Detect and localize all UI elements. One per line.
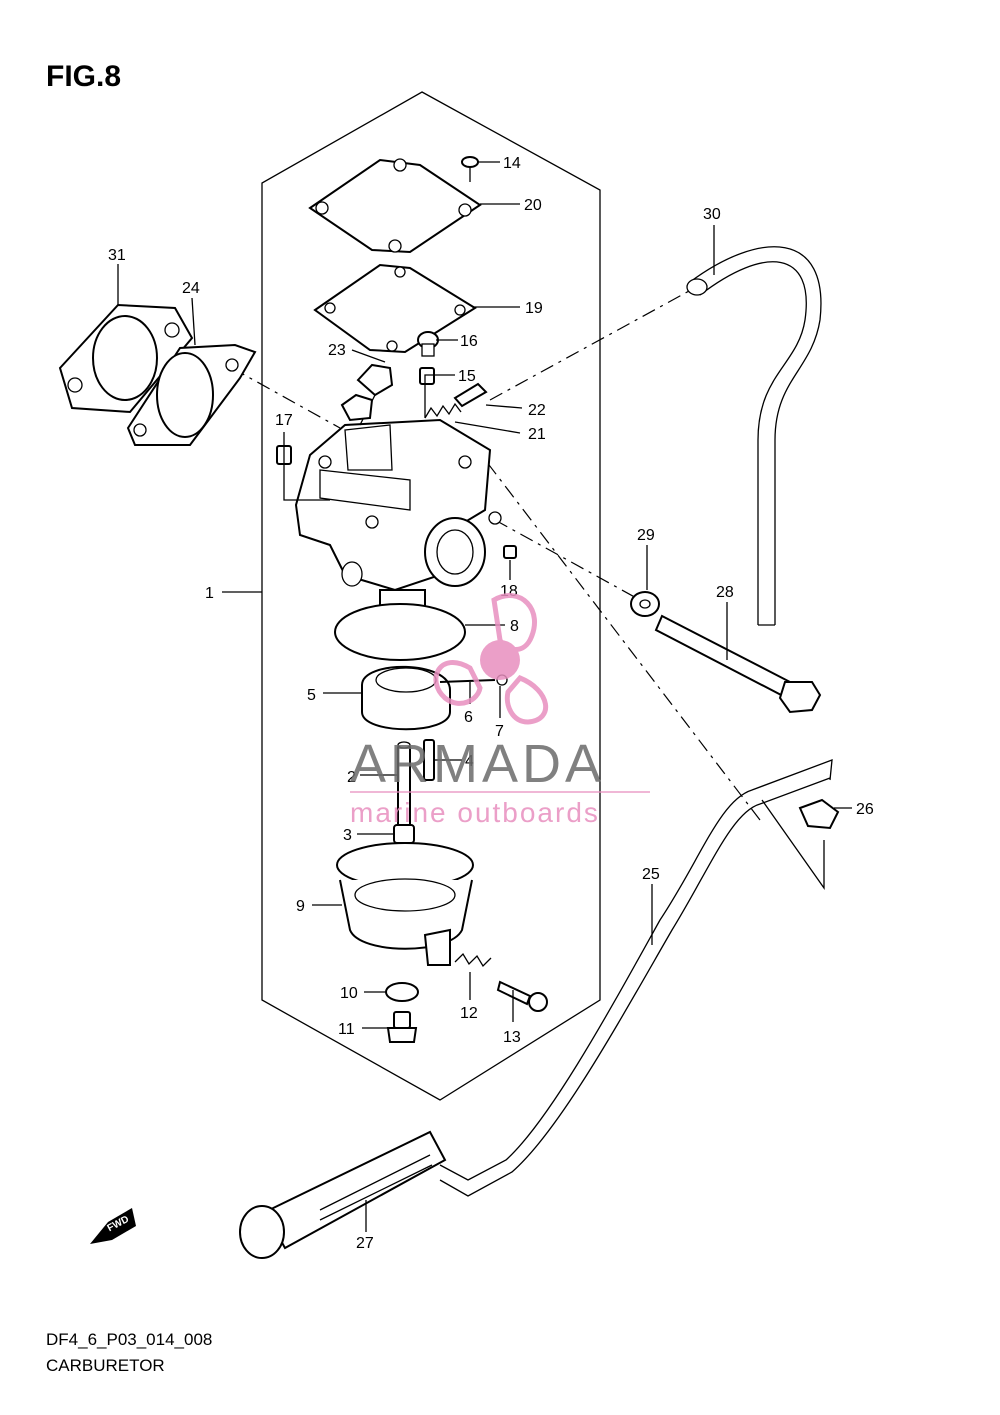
callout-12: 12 — [460, 1005, 478, 1022]
part-31-insulator — [58, 303, 194, 414]
callout-26: 26 — [856, 801, 874, 818]
callout-2: 2 — [347, 769, 356, 786]
callout-25: 25 — [642, 866, 660, 883]
assembly-name: CARBURETOR — [46, 1356, 165, 1375]
alignment-lines — [231, 284, 825, 891]
part-29-washer — [630, 591, 660, 617]
part-28-bolt — [654, 614, 822, 714]
part-22-screw — [453, 382, 488, 408]
callout-7: 7 — [495, 723, 504, 740]
callout-21: 21 — [528, 426, 546, 443]
callout-15: 15 — [458, 368, 476, 385]
callout-14: 14 — [503, 155, 521, 172]
callout-8: 8 — [510, 618, 519, 635]
callout-4: 4 — [465, 753, 474, 770]
callout-20: 20 — [524, 197, 542, 214]
part-18-plug — [503, 545, 517, 559]
part-20-cover — [308, 158, 482, 254]
part-5-float — [361, 665, 451, 731]
callout-16: 16 — [460, 333, 478, 350]
assembly-frame — [261, 91, 601, 1101]
figure-title: FIG.8 — [46, 60, 122, 93]
fwd-arrow-icon: FWD — [90, 1208, 136, 1244]
part-6-float-pin — [439, 679, 496, 683]
part-25-choke-rod — [439, 759, 833, 1197]
part-26-clip — [798, 798, 840, 830]
callout-6: 6 — [464, 709, 473, 726]
callout-5: 5 — [307, 687, 316, 704]
callout-11: 11 — [338, 1021, 355, 1038]
armada-watermark: ARMADA marine outboards — [350, 593, 650, 828]
part-10-washer — [385, 982, 419, 1002]
part-24-gasket — [126, 343, 257, 446]
watermark-tagline: marine outboards — [350, 797, 600, 828]
callout-31: 31 — [108, 247, 126, 264]
part-12-spring — [454, 952, 492, 968]
callout-19: 19 — [525, 300, 543, 317]
part-8-o-ring — [334, 603, 466, 661]
part-23-choke-link — [340, 363, 394, 426]
watermark-brand: ARMADA — [350, 734, 605, 794]
part-15-plug — [419, 367, 435, 385]
part-30-fuel-hose — [686, 246, 822, 626]
callout-labels: 1 2 3 4 5 6 7 8 9 10 11 12 13 14 15 16 1… — [108, 155, 874, 1252]
callout-28: 28 — [716, 584, 734, 601]
callout-3: 3 — [343, 827, 352, 844]
callout-13: 13 — [503, 1029, 521, 1046]
part-9-float-bowl — [336, 842, 474, 966]
leader-lines — [117, 161, 852, 1232]
callout-9: 9 — [296, 898, 305, 915]
part-21-spring — [424, 402, 462, 419]
propeller-logo-icon — [433, 593, 548, 725]
callout-17: 17 — [275, 412, 293, 429]
callout-27: 27 — [356, 1235, 374, 1252]
part-13-drain-screw — [496, 980, 548, 1012]
callout-24: 24 — [182, 280, 200, 297]
part-19-diaphragm — [313, 263, 477, 354]
callout-22: 22 — [528, 402, 546, 419]
callout-1: 1 — [205, 585, 214, 602]
part-11-drain-bolt — [386, 1011, 418, 1043]
callout-23: 23 — [328, 342, 346, 359]
callout-30: 30 — [703, 206, 721, 223]
part-14-screw — [461, 156, 479, 182]
part-27-choke-knob — [239, 1130, 447, 1259]
drawing-code: DF4_6_P03_014_008 — [46, 1330, 213, 1349]
callout-10: 10 — [340, 985, 358, 1002]
part-16-screw — [417, 331, 439, 357]
callout-29: 29 — [637, 527, 655, 544]
part-1-carburetor-body — [294, 418, 502, 623]
